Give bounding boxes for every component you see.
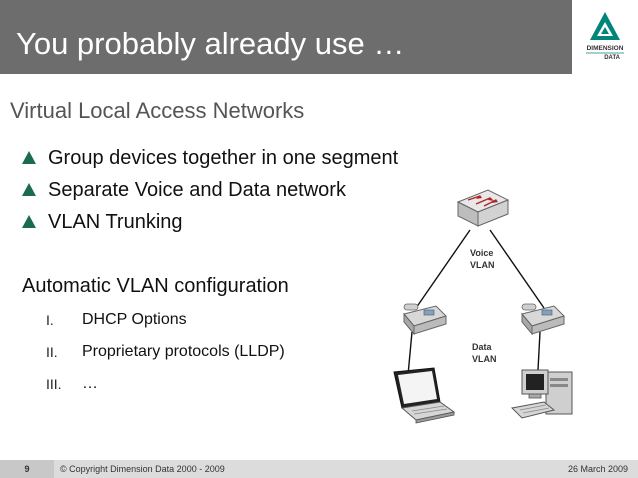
copyright-text: © Copyright Dimension Data 2000 - 2009 — [60, 464, 225, 474]
numbered-item-text: … — [82, 375, 98, 392]
ip-phone-icon — [403, 303, 447, 336]
data-vlan-label-line2: VLAN — [472, 354, 497, 364]
numbered-item: III. … — [46, 368, 285, 400]
numbered-item-text: Proprietary protocols (LLDP) — [82, 343, 285, 360]
bullet-item: VLAN Trunking — [22, 206, 398, 238]
slide-title: You probably already use … — [16, 26, 405, 61]
voice-vlan-label-line1: Voice — [470, 248, 493, 258]
switch-icon — [456, 189, 510, 227]
link-left-phone-laptop — [407, 331, 413, 376]
bullet-text: Separate Voice and Data network — [48, 178, 346, 201]
triangle-bullet-icon — [22, 182, 36, 196]
triangle-bullet-icon — [22, 214, 36, 228]
numbered-item-label: III. — [46, 376, 62, 392]
voice-vlan-label-line2: VLAN — [470, 260, 495, 270]
dimension-data-logo: DIMENSION DATA — [572, 0, 638, 74]
link-switch-right-phone — [489, 229, 545, 309]
title-bar: You probably already use … — [0, 0, 572, 74]
logo-text-line2: DATA — [604, 55, 620, 61]
bullet-item: Group devices together in one segment — [22, 142, 398, 174]
bullet-text: Group devices together in one segment — [48, 146, 399, 169]
numbered-item-label: I. — [46, 312, 54, 328]
laptop-icon — [393, 367, 456, 424]
page-number: 9 — [0, 460, 54, 478]
data-vlan-label-line1: Data — [472, 342, 493, 352]
footer: 9 © Copyright Dimension Data 2000 - 2009… — [0, 460, 638, 478]
link-right-phone-desktop — [537, 331, 541, 371]
desktop-computer-icon — [510, 369, 573, 419]
numbered-item: II. Proprietary protocols (LLDP) — [46, 336, 285, 368]
bullet-list: Group devices together in one segment Se… — [22, 142, 398, 238]
triangle-bullet-icon — [22, 150, 36, 164]
link-switch-left-phone — [415, 229, 471, 309]
numbered-item-text: DHCP Options — [82, 311, 187, 328]
numbered-item-label: II. — [46, 344, 58, 360]
network-diagram: Voice VLAN Data VLAN — [393, 189, 573, 424]
logo-text-line1: DIMENSION — [587, 45, 624, 52]
slide-subtitle: Virtual Local Access Networks — [10, 98, 305, 123]
numbered-item: I. DHCP Options — [46, 304, 285, 336]
bullet-text: VLAN Trunking — [48, 210, 183, 233]
numbered-list: I. DHCP Options II. Proprietary protocol… — [46, 304, 285, 400]
bullet-item: Separate Voice and Data network — [22, 174, 398, 206]
footer-date: 26 March 2009 — [567, 464, 628, 474]
ip-phone-icon — [521, 303, 565, 336]
auto-vlan-heading: Automatic VLAN configuration — [22, 275, 289, 297]
